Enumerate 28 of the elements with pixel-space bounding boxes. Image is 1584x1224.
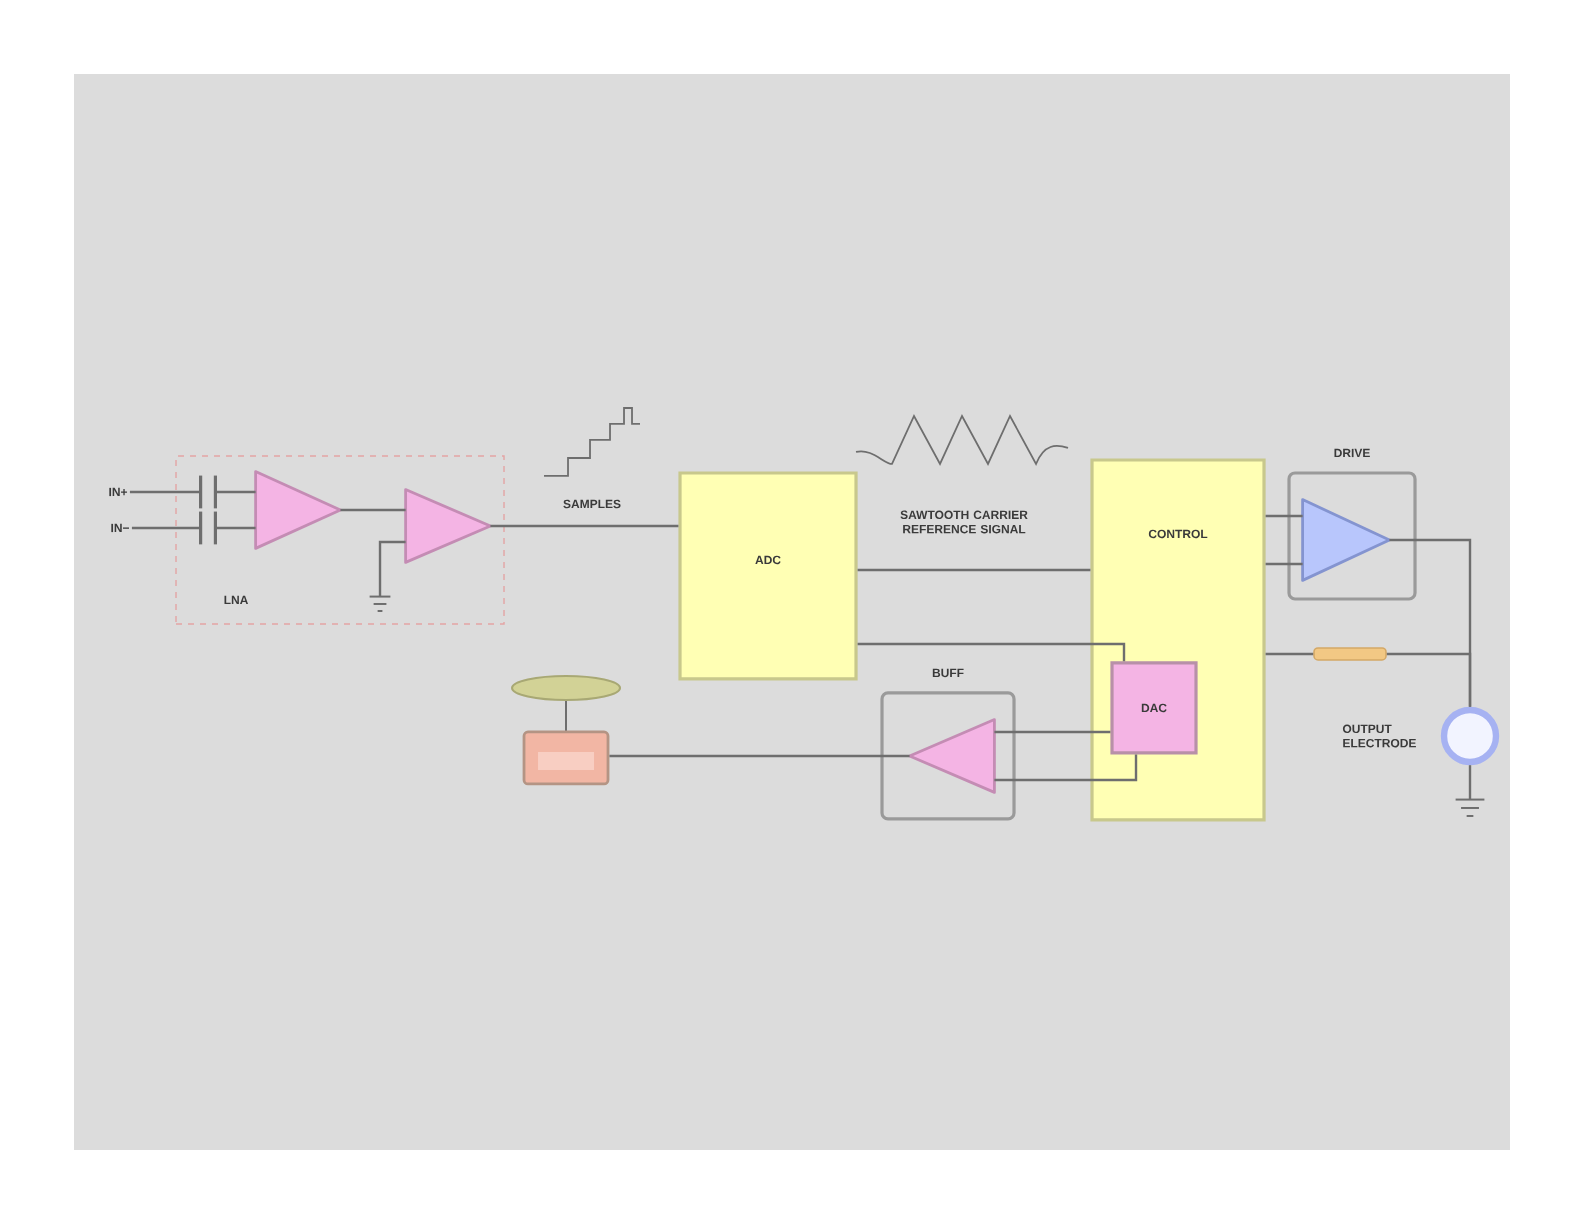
capacitor-symbol	[199, 475, 217, 509]
wire	[857, 568, 1091, 572]
ground-symbol	[368, 595, 392, 612]
wire	[609, 754, 910, 758]
wire	[490, 524, 679, 528]
wire	[994, 730, 1111, 734]
capacitor-symbol	[199, 511, 217, 545]
wire	[215, 490, 256, 494]
amplifier-symbol	[254, 470, 342, 550]
wire	[1265, 562, 1303, 566]
wire	[994, 754, 1138, 782]
wire	[131, 526, 201, 530]
wire	[1265, 652, 1314, 656]
amplifier-symbol	[1301, 498, 1391, 582]
resistor-symbol	[1313, 647, 1387, 661]
wire	[129, 490, 201, 494]
device-drawing	[511, 674, 621, 786]
ring-symbol	[1440, 706, 1500, 766]
wire	[1468, 765, 1472, 800]
wire	[1265, 514, 1303, 518]
wire	[857, 642, 1126, 662]
amplifier-symbol	[908, 718, 996, 794]
wire	[378, 540, 406, 597]
amplifier-symbol	[404, 488, 492, 564]
wire	[1386, 652, 1472, 707]
wire	[215, 526, 256, 530]
wire	[340, 508, 406, 512]
ground-symbol	[1454, 798, 1486, 817]
